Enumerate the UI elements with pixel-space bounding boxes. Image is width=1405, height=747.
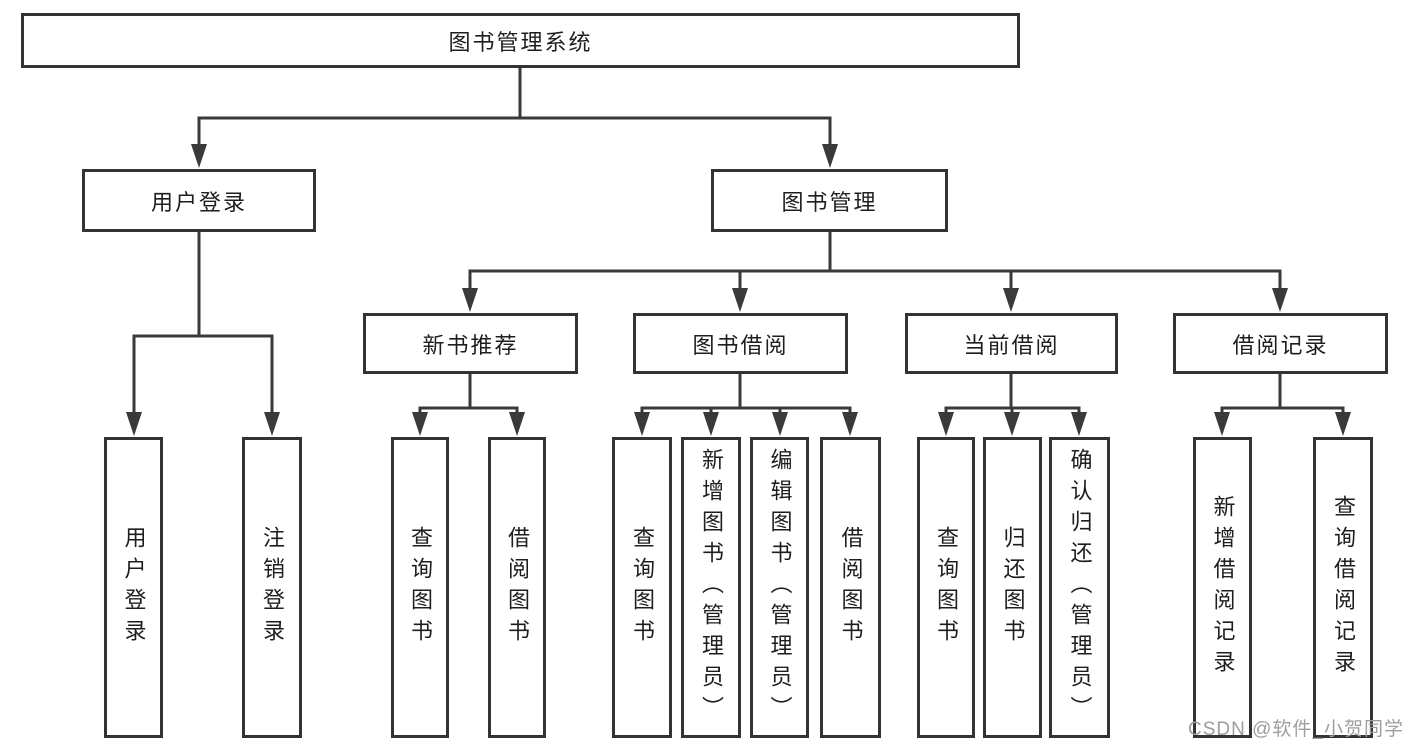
node-book-borrow: 图书借阅 (633, 313, 848, 374)
node-leaf-query-borrow-record: 查询借阅记录 (1313, 437, 1373, 738)
node-leaf-borrow-books-recommend: 借阅图书 (488, 437, 546, 738)
node-leaf-query-books-recommend: 查询图书 (391, 437, 449, 738)
node-leaf-borrow-books: 借阅图书 (820, 437, 881, 738)
node-current-borrow: 当前借阅 (905, 313, 1118, 374)
node-book-management: 图书管理 (711, 169, 948, 232)
connector-user-login-to-leaves (126, 232, 280, 436)
node-leaf-add-borrow-record: 新增借阅记录 (1193, 437, 1252, 738)
connector-borrow-record-to-leaves (1214, 374, 1351, 436)
connector-book-management-to-level3 (462, 232, 1288, 312)
node-borrow-record-label: 借阅记录 (1232, 332, 1329, 358)
node-user-login-branch-label: 用户登录 (150, 189, 247, 215)
node-leaf-add-books-admin: 新增图书（管理员） (681, 437, 741, 738)
node-leaf-logout: 注销登录 (242, 437, 302, 738)
csdn-watermark: CSDN @软件_小贺同学 (1188, 719, 1404, 740)
node-leaf-user-login: 用户登录 (104, 437, 163, 738)
connector-new-book-to-leaves (412, 374, 525, 436)
node-current-borrow-label: 当前借阅 (963, 332, 1060, 358)
connector-book-borrow-to-leaves (634, 374, 858, 436)
node-new-book-recommend: 新书推荐 (363, 313, 578, 374)
node-leaf-confirm-return-admin: 确认归还（管理员） (1049, 437, 1110, 738)
node-leaf-borrow-books-label: 借阅图书 (838, 525, 864, 650)
node-leaf-edit-books-admin: 编辑图书（管理员） (750, 437, 809, 738)
node-leaf-edit-books-admin-label: 编辑图书（管理员） (767, 448, 793, 727)
node-leaf-query-books-current-label: 查询图书 (934, 525, 959, 650)
node-leaf-return-books-label: 归还图书 (1000, 525, 1026, 650)
connector-root-to-level2 (191, 68, 838, 168)
node-leaf-add-borrow-record-label: 新增借阅记录 (1210, 494, 1236, 681)
connector-current-borrow-to-leaves (938, 374, 1087, 436)
node-book-borrow-label: 图书借阅 (692, 332, 789, 358)
node-leaf-borrow-books-recommend-label: 借阅图书 (505, 525, 530, 650)
node-leaf-query-books-recommend-label: 查询图书 (408, 525, 433, 650)
node-library-system: 图书管理系统 (21, 13, 1020, 68)
node-leaf-confirm-return-admin-label: 确认归还（管理员） (1067, 448, 1093, 727)
node-user-login-branch: 用户登录 (82, 169, 316, 232)
node-leaf-return-books: 归还图书 (983, 437, 1042, 738)
node-leaf-logout-label: 注销登录 (260, 525, 285, 650)
node-leaf-user-login-label: 用户登录 (121, 525, 147, 650)
node-library-system-label: 图书管理系统 (448, 29, 593, 55)
node-borrow-record: 借阅记录 (1173, 313, 1388, 374)
node-leaf-query-borrow-record-label: 查询借阅记录 (1331, 494, 1356, 681)
node-book-management-label: 图书管理 (781, 189, 878, 215)
node-leaf-query-books-borrow: 查询图书 (612, 437, 672, 738)
node-leaf-query-books-current: 查询图书 (917, 437, 975, 738)
node-leaf-add-books-admin-label: 新增图书（管理员） (699, 448, 724, 727)
node-new-book-recommend-label: 新书推荐 (422, 332, 519, 358)
node-leaf-query-books-borrow-label: 查询图书 (630, 525, 655, 650)
